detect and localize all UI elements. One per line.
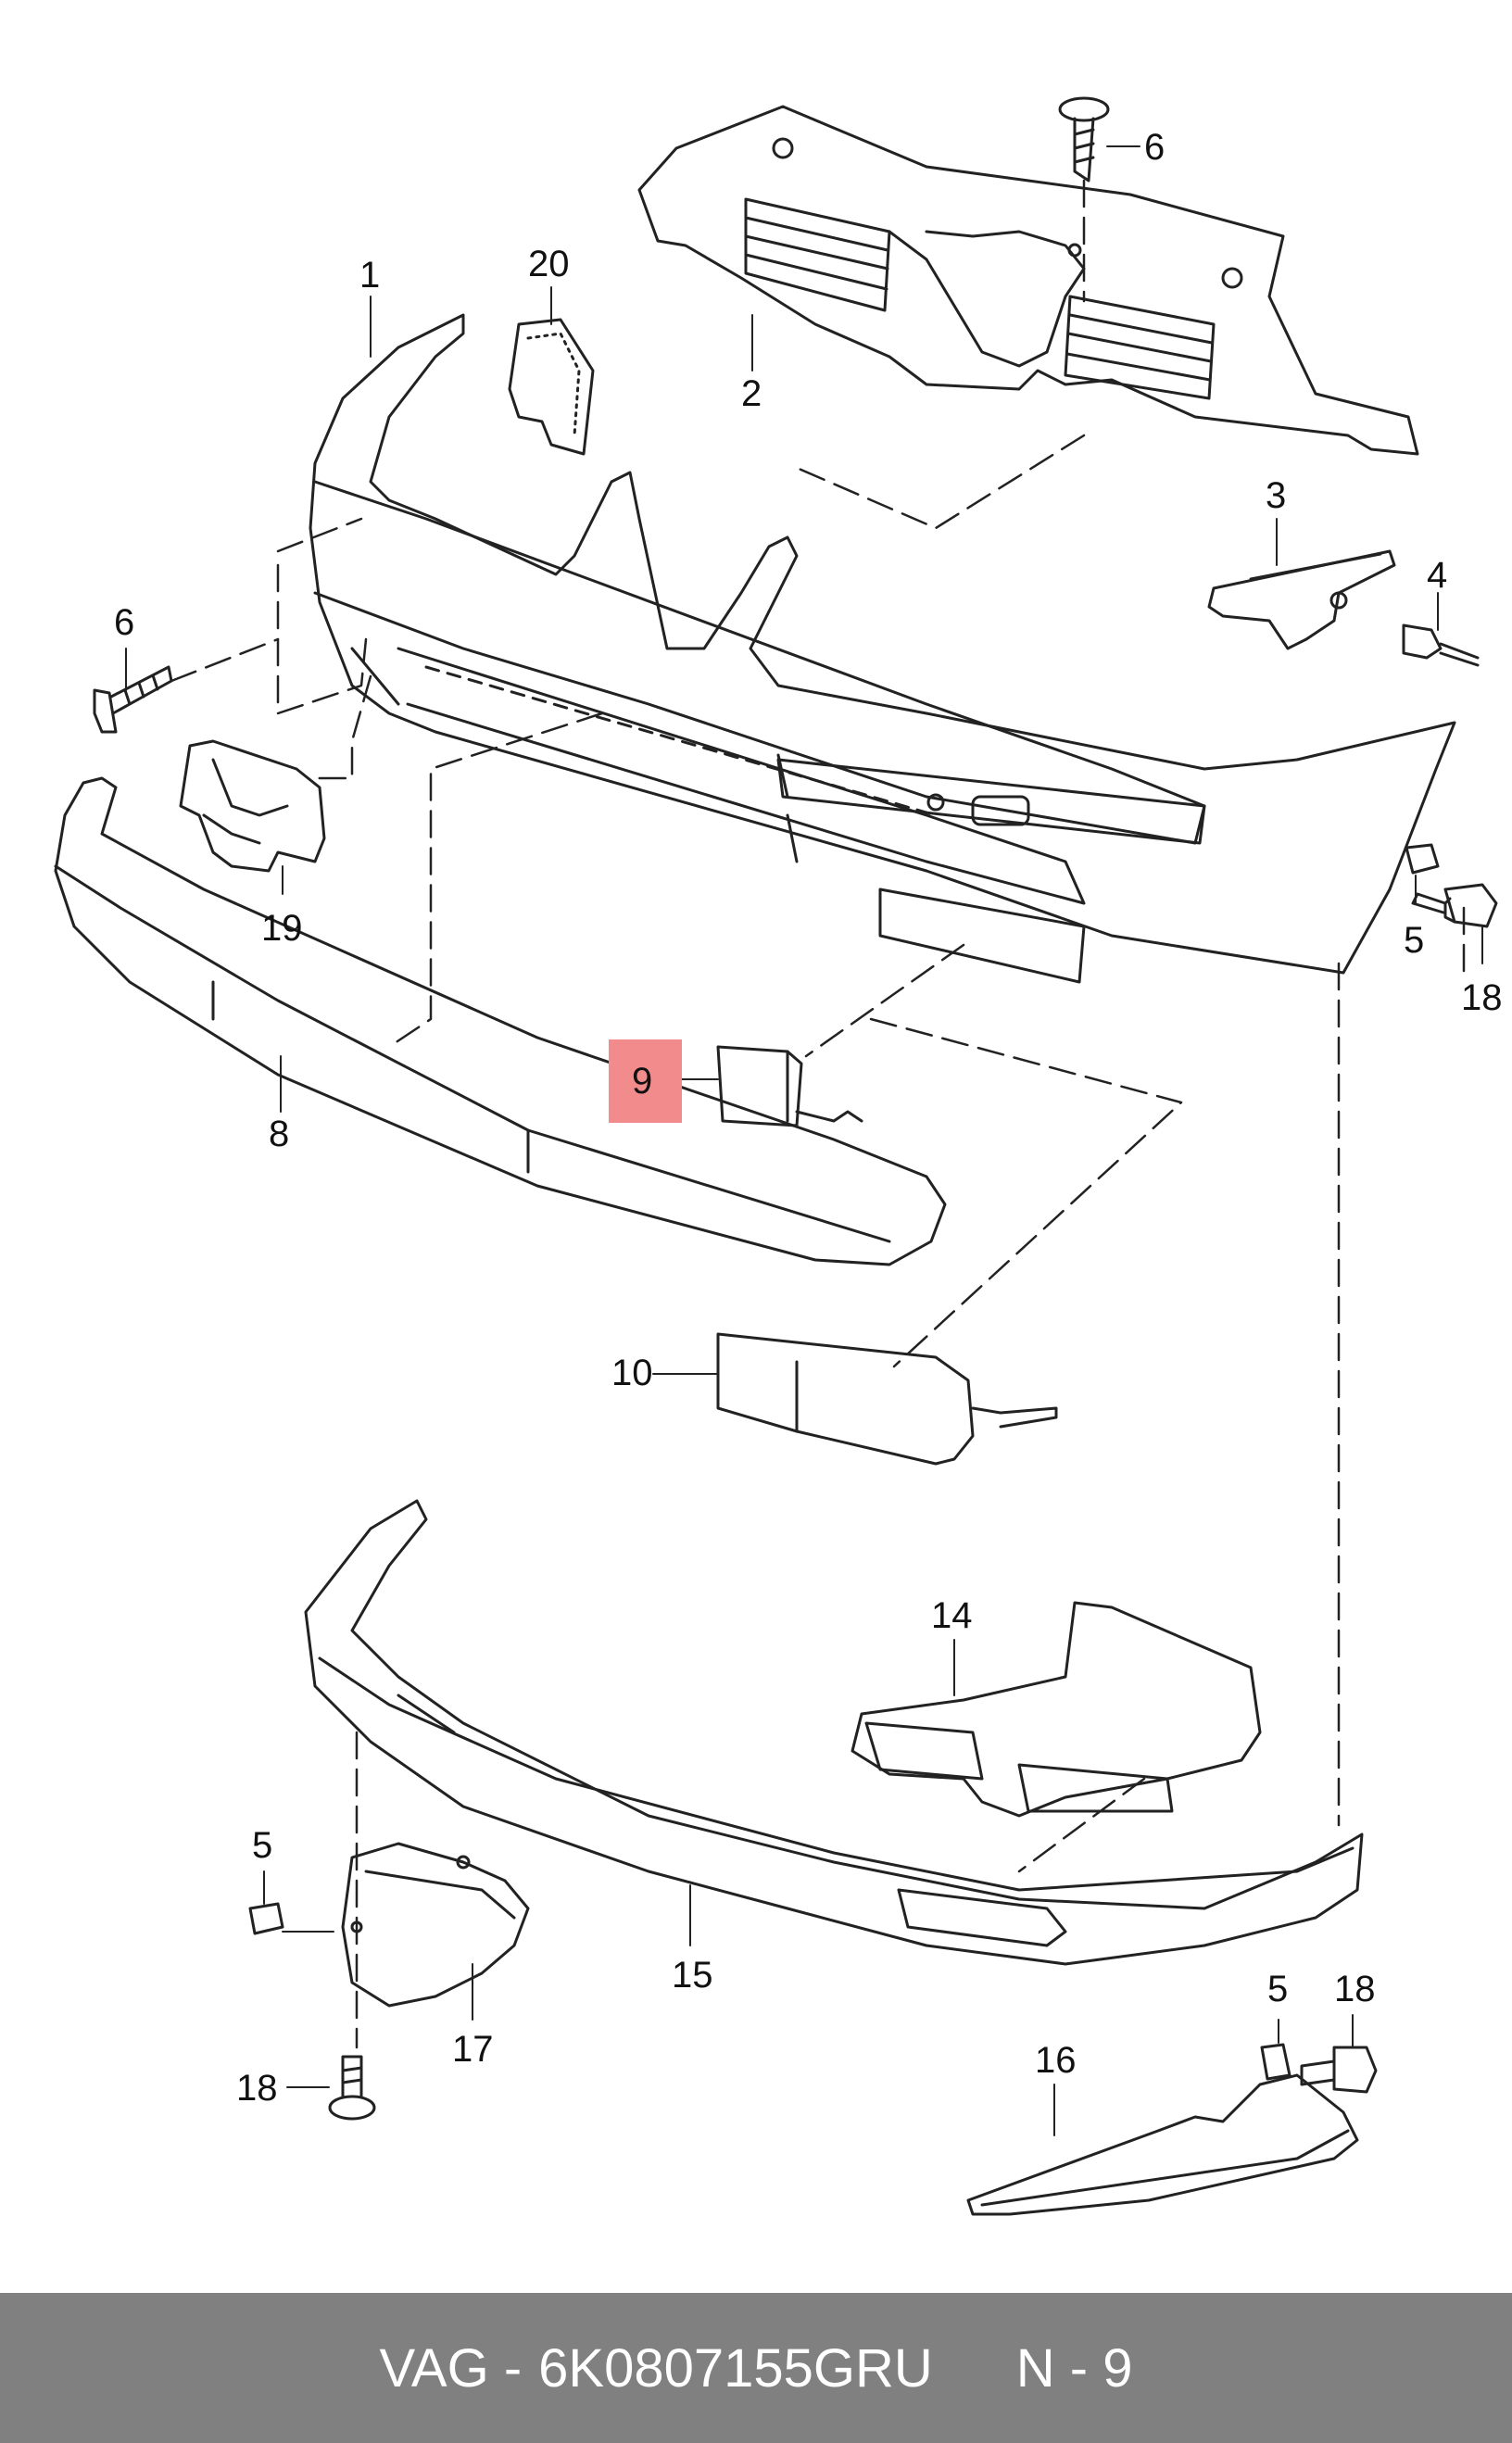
- assembly-lines: [170, 179, 1466, 2049]
- part-18-bolt-lower-left: [328, 2055, 376, 2121]
- leader-lines: [125, 145, 1483, 2136]
- part-19-air-guide: [179, 739, 326, 873]
- parts-diagram: 1 2 3 4 5 5 5 6 6 8 9 10 14 15 16 17 18 …: [54, 96, 1503, 2216]
- part-10-fog-light: [716, 1332, 1058, 1466]
- part-2-grille: [637, 105, 1419, 456]
- part-4-screw: [1402, 623, 1480, 667]
- label-16: 16: [1035, 2040, 1077, 2081]
- part-6-screw-top: [1058, 96, 1110, 183]
- label-19: 19: [261, 908, 303, 949]
- part-15-lower-spoiler: [304, 1499, 1364, 1966]
- label-20: 20: [528, 244, 570, 284]
- part-14-air-duct: [850, 1601, 1262, 1818]
- label-5-lower-right: 5: [1267, 1969, 1288, 2009]
- part-18-bolt-right: [1411, 883, 1498, 928]
- label-3: 3: [1266, 475, 1286, 516]
- label-15: 15: [672, 1955, 713, 1996]
- footer-part-number: 6K0807155GRU: [538, 2337, 933, 2399]
- part-17-splash-panel: [341, 1842, 530, 2008]
- part-5-clip-lower-right: [1260, 2043, 1292, 2081]
- part-3-mounting-bracket: [1207, 549, 1396, 650]
- label-14: 14: [931, 1595, 973, 1636]
- label-6-left: 6: [114, 602, 134, 643]
- part-5-clip-lower-left: [248, 1902, 284, 1935]
- footer-bar: VAG - 6K0807155GRU N - 9: [0, 2293, 1512, 2443]
- part-6-screw-left: [93, 665, 173, 734]
- label-4: 4: [1427, 555, 1447, 596]
- label-18-lower-left: 18: [236, 2068, 278, 2109]
- part-20-bracket: [508, 318, 595, 456]
- label-10: 10: [611, 1353, 653, 1393]
- label-2: 2: [741, 373, 762, 414]
- label-18-right: 18: [1461, 977, 1503, 1018]
- footer-position: N - 9: [1015, 2337, 1133, 2399]
- label-17: 17: [452, 2029, 494, 2070]
- label-8: 8: [269, 1114, 289, 1154]
- part-5-clip-right: [1405, 843, 1440, 875]
- part-1-bumper-cover: [309, 313, 1456, 984]
- part-18-bolt-lower-right: [1300, 2046, 1378, 2094]
- part-9-cover: [716, 1045, 863, 1127]
- label-1: 1: [359, 255, 380, 296]
- label-5-right: 5: [1404, 920, 1424, 961]
- part-16-splash-panel: [966, 2073, 1359, 2216]
- label-6-top: 6: [1144, 127, 1165, 168]
- label-18-lower-right: 18: [1334, 1969, 1376, 2009]
- part-labels: 1 2 3 4 5 5 5 6 6 8 9 10 14 15 16 17 18 …: [114, 127, 1503, 2109]
- highlight-box: [609, 1039, 682, 1123]
- footer-brand: VAG -: [379, 2337, 523, 2399]
- label-5-lower-left: 5: [252, 1825, 272, 1866]
- part-8-trim-strip: [54, 776, 947, 1266]
- label-9: 9: [632, 1061, 652, 1102]
